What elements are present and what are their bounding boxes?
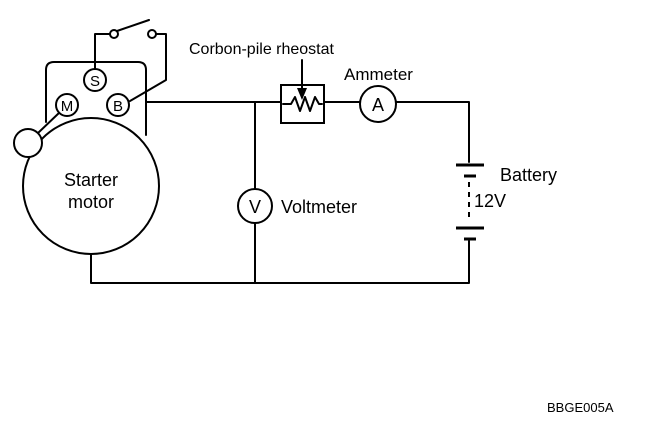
- voltmeter-symbol: V: [249, 197, 261, 217]
- switch-wire-left: [94, 33, 111, 70]
- starter-motor-label-line2: motor: [68, 192, 114, 212]
- switch-contact-right: [147, 29, 157, 39]
- terminal-s-label: S: [90, 73, 100, 90]
- wire-ammeter-to-battery: [395, 101, 470, 163]
- ammeter-symbol: A: [372, 95, 384, 115]
- rheostat-resistor-zigzag: [282, 96, 323, 112]
- terminal-b: [106, 93, 130, 117]
- rheostat-adjust-arrowhead: [297, 88, 307, 100]
- pinion-lever: [37, 111, 61, 134]
- switch-contact-left: [109, 29, 119, 39]
- pinion-gear: [13, 128, 43, 158]
- terminal-m-label: M: [61, 98, 74, 115]
- rheostat-label: Corbon-pile rheostat: [189, 41, 335, 58]
- terminal-m: [55, 93, 79, 117]
- starter-motor-label-line1: Starter: [64, 170, 118, 190]
- switch-blade: [116, 19, 150, 32]
- voltmeter-label: Voltmeter: [281, 197, 357, 217]
- ammeter-label: Ammeter: [344, 65, 413, 84]
- terminal-b-label: B: [113, 98, 123, 115]
- switch-wire-right: [129, 33, 167, 102]
- battery-label: Battery: [500, 165, 557, 185]
- figure-code: BBGE005A: [547, 400, 614, 415]
- ammeter: [359, 85, 397, 123]
- wire-battery-to-ground: [90, 240, 470, 284]
- battery-voltage-label: 12V: [474, 191, 506, 211]
